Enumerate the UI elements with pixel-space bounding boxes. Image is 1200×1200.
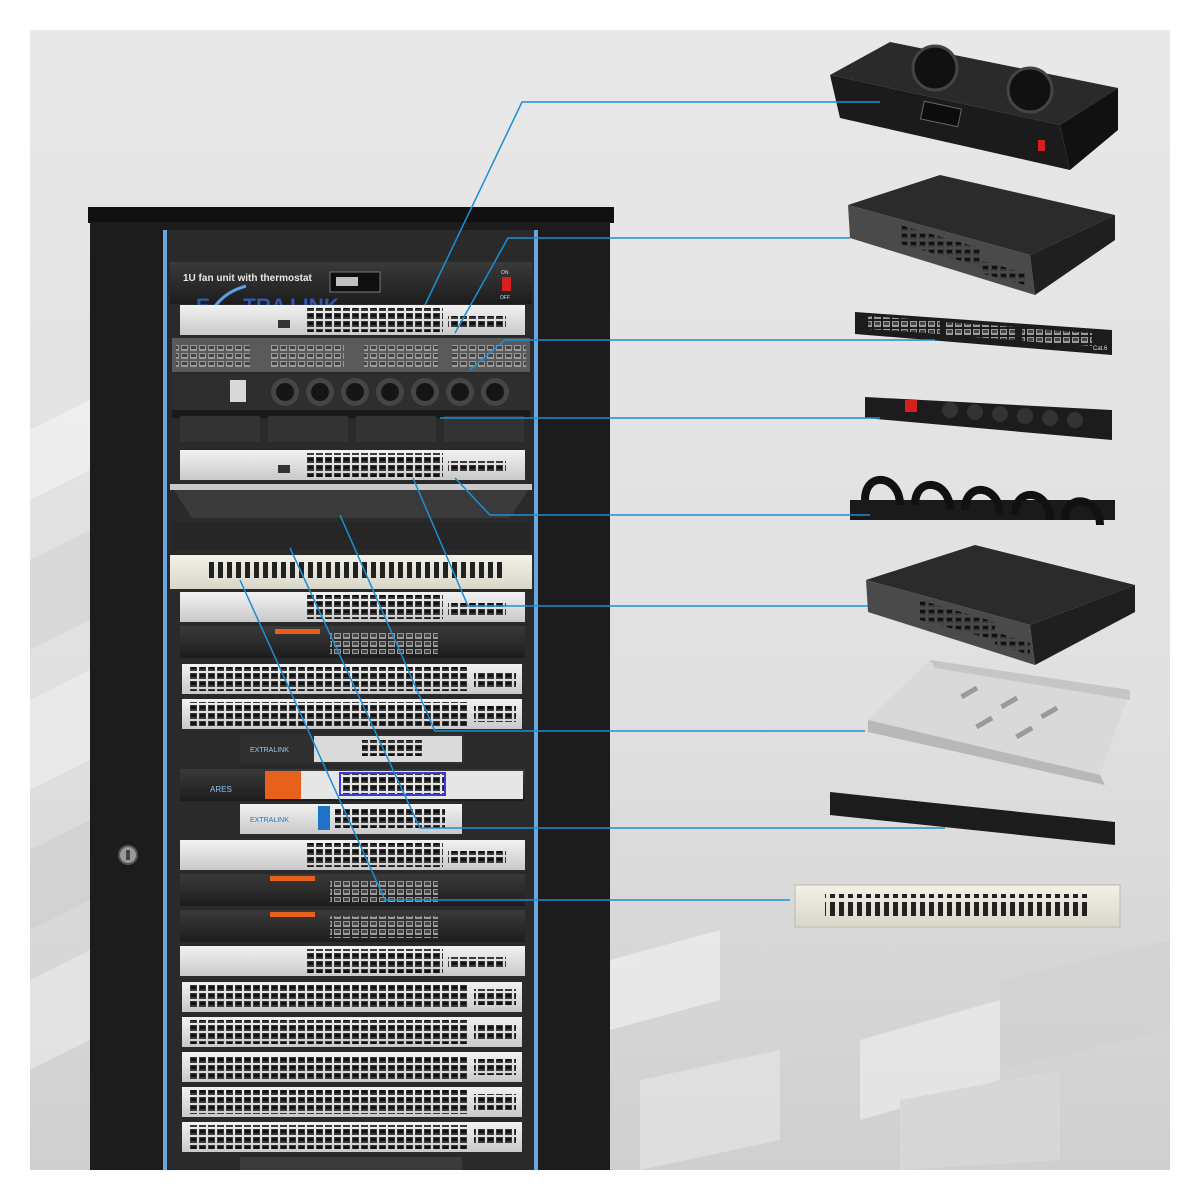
rack-patch-panel xyxy=(172,338,530,372)
rack-power-strip xyxy=(172,374,530,410)
rack-fan-unit: 1U fan unit with thermostat ON OFF xyxy=(170,262,532,304)
callout-fiber-panel xyxy=(239,579,790,901)
left-rail xyxy=(163,230,167,1170)
rack-switch-5 xyxy=(180,946,525,976)
callout-switch-1 xyxy=(454,237,850,334)
fan-icon-1 xyxy=(911,44,959,92)
door-lock-keyhole xyxy=(126,850,130,860)
fan-unit-label: 1U fan unit with thermostat xyxy=(183,273,313,284)
fan-icon-2 xyxy=(1006,66,1054,114)
switch-off-label: OFF xyxy=(500,295,510,301)
rack-shelf xyxy=(170,484,532,518)
rack-switch-1 xyxy=(180,305,525,335)
rack-switch-48-7 xyxy=(182,1122,522,1152)
power-strip-switch[interactable] xyxy=(230,380,246,402)
rack-small-switch-1: EXTRALINK xyxy=(240,734,464,764)
accessory-fan-unit xyxy=(830,42,1118,170)
background-texture-right xyxy=(610,930,1170,1170)
accessory-shelf xyxy=(868,660,1130,785)
device-badge-extralink-a: EXTRALINK xyxy=(250,747,289,754)
device-badge-extralink-b: EXTRALINK xyxy=(250,817,289,824)
rack-fiber-panel xyxy=(170,555,532,589)
rack-switch-48-2 xyxy=(182,699,522,729)
accessory-patch-panel: Cat.6 xyxy=(855,312,1112,355)
accessory-switch-1 xyxy=(848,175,1115,295)
background-texture-left xyxy=(30,400,90,1070)
accessory-blank-panel xyxy=(830,792,1115,845)
accessory-switch-2 xyxy=(866,545,1135,665)
rack-blank-panel xyxy=(172,522,530,550)
right-rail xyxy=(534,230,538,1170)
pdu-switch-icon xyxy=(905,400,917,412)
rack-dark-switch-2 xyxy=(180,874,525,906)
rack-switch-3 xyxy=(180,592,525,622)
callout-cable-manager xyxy=(454,477,870,516)
rack-cable-manager xyxy=(172,410,530,442)
callout-fan-unit xyxy=(424,101,880,306)
rack-switch-48-4 xyxy=(182,1017,522,1047)
rack-switch-4 xyxy=(180,840,525,870)
power-switch[interactable] xyxy=(502,277,511,291)
callout-patch-panel xyxy=(469,339,935,371)
rack-dark-switch-1 xyxy=(180,626,525,658)
accessory-cable-manager xyxy=(850,476,1115,526)
callout-switch-2 xyxy=(412,477,868,607)
rack-switch-48-5 xyxy=(182,1052,522,1082)
rack-dark-switch-3 xyxy=(180,910,525,942)
rack-bottom-device xyxy=(240,1157,462,1170)
rack-switch-48-3 xyxy=(182,982,522,1012)
callout-shelf xyxy=(339,514,865,732)
callout-blank-panel xyxy=(289,547,945,829)
device-badge-ares: ARES xyxy=(210,785,232,794)
patch-panel-tag: Cat.6 xyxy=(1093,346,1108,352)
rack-ares-switch: ARES xyxy=(180,769,525,801)
rack-switch-48-6 xyxy=(182,1087,522,1117)
accessory-power-strip xyxy=(865,397,1112,440)
cabinet-top xyxy=(88,207,614,223)
rack-switch-2 xyxy=(180,450,525,480)
callout-lines xyxy=(239,101,945,901)
accessory-fiber-panel xyxy=(794,884,1121,928)
switch-on-label: ON xyxy=(501,270,509,276)
rack-switch-48-1 xyxy=(182,664,522,694)
rack-small-switch-2: EXTRALINK xyxy=(240,804,462,834)
